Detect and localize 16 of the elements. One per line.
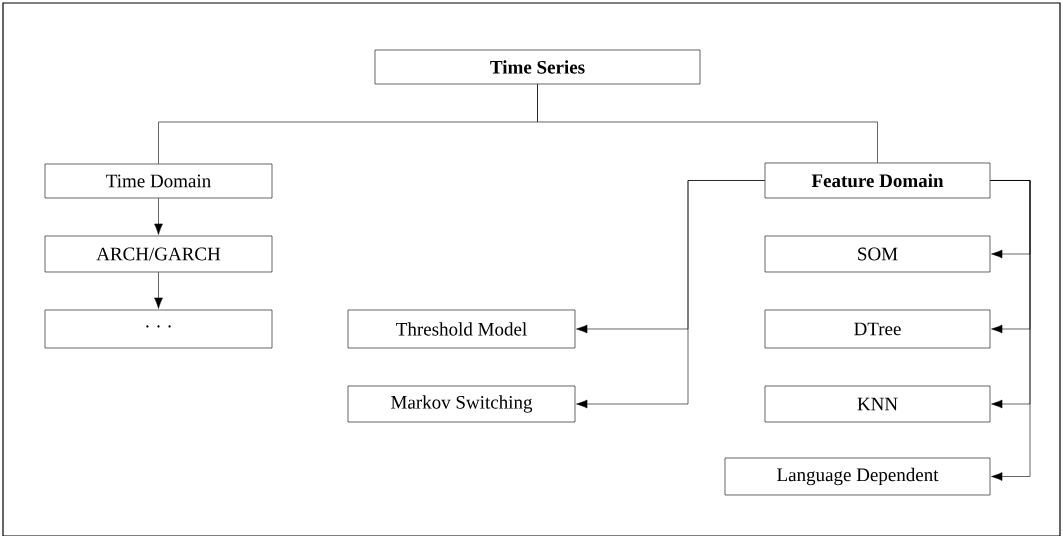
method-box: Markov Switching <box>347 385 576 423</box>
arrow <box>154 198 163 235</box>
arrow <box>576 180 765 409</box>
connector-line <box>537 84 878 163</box>
method-box: SOM <box>764 235 991 273</box>
method-box: DTree <box>764 309 991 349</box>
category-box: Time Series <box>374 49 701 85</box>
category-box: Time Domain <box>44 163 273 199</box>
method-box: Threshold Model <box>347 309 576 349</box>
method-box: · · · <box>44 309 273 349</box>
arrow <box>154 272 163 309</box>
category-box: Feature Domain <box>764 162 991 199</box>
method-box: Language Dependent <box>724 457 991 496</box>
method-box: ARCH/GARCH <box>44 235 273 273</box>
method-box: KNN <box>764 385 991 423</box>
arrow <box>990 180 1031 481</box>
